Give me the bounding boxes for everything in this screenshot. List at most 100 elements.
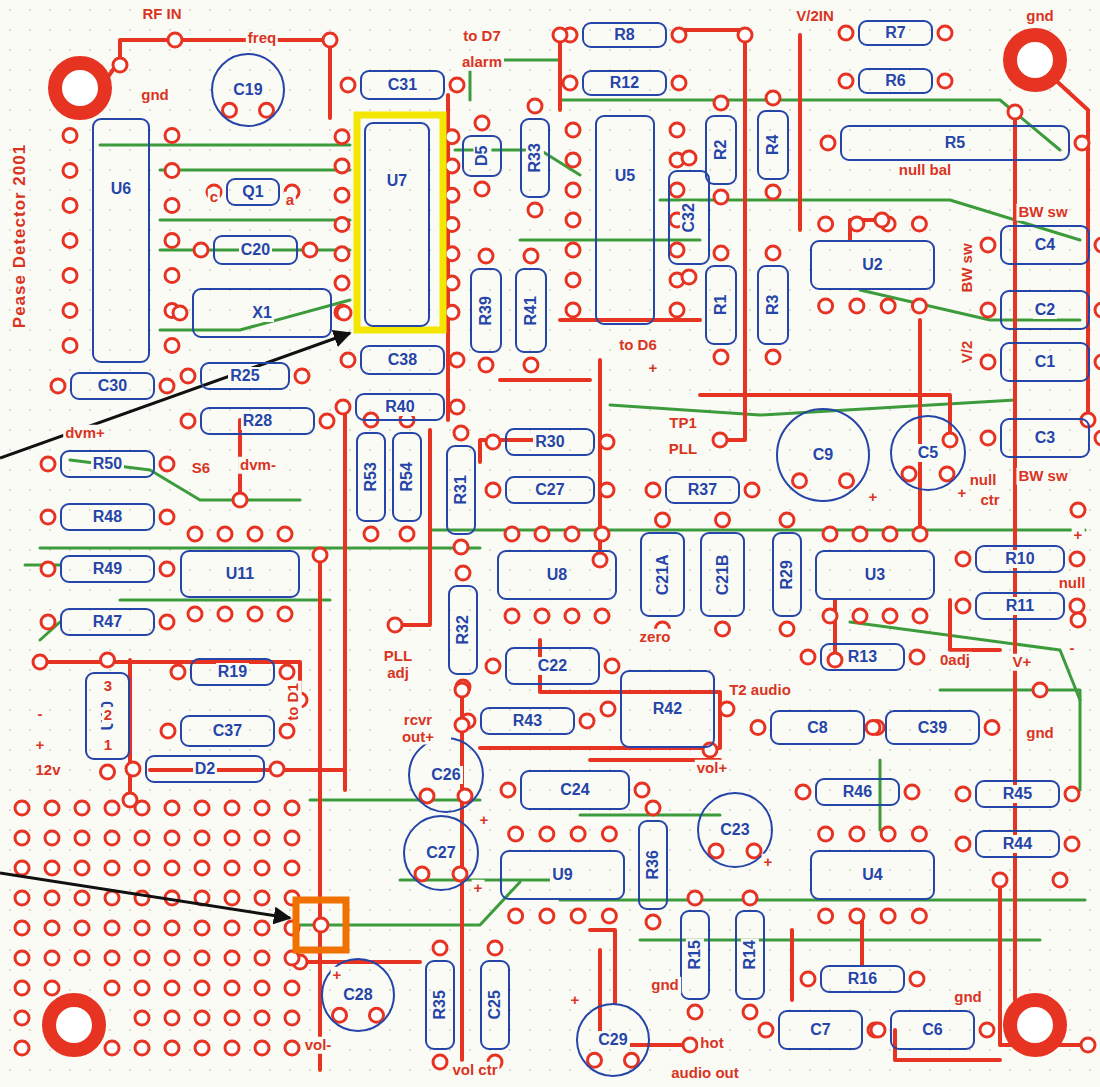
solder-pad	[486, 483, 500, 497]
solder-pad	[313, 548, 327, 562]
component-outline: R44	[975, 830, 1060, 858]
solder-pad	[875, 213, 889, 227]
solder-pad	[195, 951, 209, 965]
copper-trace	[560, 318, 700, 322]
solder-pad	[270, 762, 284, 776]
solder-pad	[135, 981, 149, 995]
silkscreen-label: vol+	[695, 760, 729, 777]
solder-pad	[475, 116, 489, 130]
part-label: U9	[550, 866, 574, 884]
component-outline: D2	[145, 755, 265, 783]
solder-pad	[15, 861, 29, 875]
solder-pad	[453, 867, 467, 881]
solder-pad	[45, 861, 59, 875]
part-label: C28	[341, 986, 374, 1004]
silkscreen-label: +	[647, 360, 660, 377]
part-label: C29	[596, 1031, 629, 1049]
part-label: R36	[644, 848, 662, 881]
solder-pad	[509, 827, 523, 841]
mounting-hole	[1010, 35, 1060, 85]
silkscreen-label: gnd	[952, 989, 984, 1006]
solder-pad	[743, 891, 757, 905]
solder-pad	[703, 743, 717, 757]
solder-pad	[450, 353, 464, 367]
solder-pad	[195, 801, 209, 815]
solder-pad	[255, 861, 269, 875]
solder-pad	[255, 891, 269, 905]
part-label: R43	[511, 712, 544, 730]
part-label: R41	[522, 294, 540, 327]
silkscreen-label: PLL adj	[374, 648, 422, 681]
silkscreen-label: audio out	[669, 1065, 741, 1082]
solder-pad	[913, 527, 927, 541]
solder-pad	[1033, 683, 1047, 697]
solder-pad	[105, 1041, 119, 1055]
solder-pad	[15, 981, 29, 995]
solder-pad	[195, 981, 209, 995]
solder-pad	[1071, 613, 1085, 627]
solder-pad	[595, 527, 609, 541]
copper-trace	[918, 320, 922, 540]
part-label: Q1	[240, 183, 265, 201]
solder-pad	[1070, 599, 1084, 613]
solder-pad	[75, 891, 89, 905]
mounting-hole	[49, 1000, 99, 1050]
solder-pad	[255, 981, 269, 995]
solder-pad	[135, 831, 149, 845]
solder-pad	[225, 861, 239, 875]
solder-pad	[165, 339, 179, 353]
solder-pad	[823, 527, 837, 541]
solder-pad	[956, 837, 970, 851]
solder-pad	[635, 783, 649, 797]
silkscreen-label: gnd	[1024, 725, 1056, 742]
solder-pad	[670, 183, 684, 197]
solder-pad	[1095, 303, 1100, 317]
solder-pad	[716, 622, 730, 636]
solder-pad	[714, 190, 728, 204]
copper-trace	[480, 640, 720, 748]
solder-pad	[902, 467, 916, 481]
solder-pad	[15, 831, 29, 845]
silkscreen-label: BW sw	[959, 241, 976, 294]
solder-pad	[165, 234, 179, 248]
solder-pad	[336, 400, 350, 414]
solder-pad	[602, 909, 616, 923]
solder-pad	[113, 58, 127, 72]
component-outline: R53	[356, 432, 386, 522]
part-label: R30	[533, 433, 566, 451]
copper-trace	[790, 930, 794, 1000]
part-label: R48	[91, 508, 124, 526]
part-label: R32	[454, 613, 472, 646]
solder-pad	[335, 159, 349, 173]
part-label: U2	[860, 256, 884, 274]
silkscreen-label: -	[1068, 640, 1077, 657]
solder-pad	[720, 702, 734, 716]
solder-pad	[912, 299, 926, 313]
component-outline: C38	[360, 345, 445, 375]
component-outline: R16	[820, 965, 905, 993]
solder-pad	[218, 527, 232, 541]
solder-pad	[716, 513, 730, 527]
component-outline: R46	[815, 778, 900, 806]
solder-pad	[981, 431, 995, 445]
silkscreen-label: PLL	[667, 441, 699, 458]
solder-pad	[524, 358, 538, 372]
component-outline: C24	[520, 770, 630, 810]
solder-pad	[646, 801, 660, 815]
copper-trace	[610, 400, 1015, 415]
component-outline: R31	[446, 445, 476, 535]
copper-trace	[500, 378, 590, 382]
pointer-arrow	[0, 873, 290, 918]
ic-outline: U2	[810, 240, 935, 290]
part-label: R15	[686, 938, 704, 971]
part-label: R39	[477, 294, 495, 327]
component-outline: R39	[470, 268, 502, 353]
solder-pad	[656, 513, 670, 527]
solder-pad	[15, 921, 29, 935]
solder-pad	[625, 1053, 639, 1067]
part-label: C8	[805, 719, 829, 737]
silkscreen-label: alarm	[460, 54, 504, 71]
solder-pad	[75, 921, 89, 935]
silkscreen-label: +	[478, 812, 491, 829]
